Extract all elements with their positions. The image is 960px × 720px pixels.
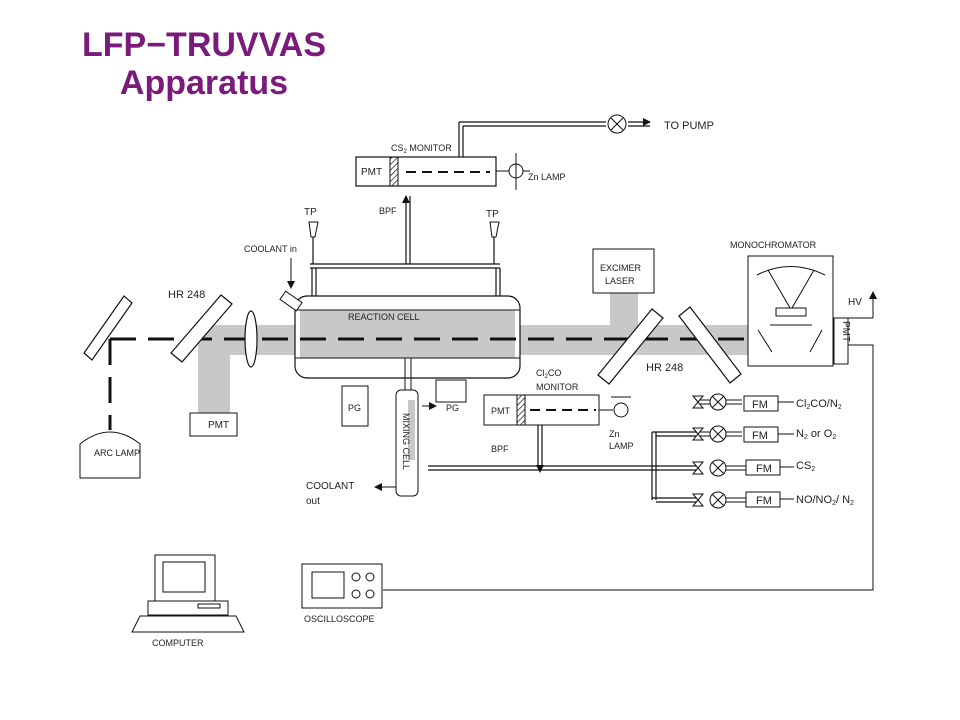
hr248-mirror-right-a <box>597 308 664 385</box>
lens <box>244 310 258 368</box>
fm-label-1: FM <box>752 399 768 411</box>
pressure-gauge-right <box>435 379 467 403</box>
title-line-2: Apparatus <box>119 64 289 102</box>
computer <box>131 554 245 633</box>
zn-lamp-lower <box>611 396 631 418</box>
needle-valve-3[interactable] <box>691 461 705 475</box>
zn-lamp-lower-label-1: Zn <box>609 429 620 439</box>
cell-window <box>279 290 303 312</box>
gas-line-1: FM Cl2CO/N2 <box>691 393 842 412</box>
title-line-1: LFP−TRUVVAS <box>81 26 326 64</box>
monochromator-label: MONOCHROMATOR <box>730 240 817 250</box>
bpf-label-lower: BPF <box>491 444 509 454</box>
cl2co-monitor-label-2: MONITOR <box>536 382 579 392</box>
hr248-mirror-left <box>170 294 233 363</box>
mirrors <box>83 294 742 385</box>
fm-label-4: FM <box>756 495 772 507</box>
needle-valve-2[interactable] <box>691 427 705 441</box>
gas-line-4: FM NO/NO2/ N2 <box>691 491 854 509</box>
cs2-pmt-label: PMT <box>361 167 382 178</box>
gas-label-1: Cl2CO/N2 <box>796 398 842 411</box>
turning-mirror <box>83 295 133 361</box>
fm-label-2: FM <box>752 430 768 442</box>
excimer-label-1: EXCIMER <box>600 263 642 273</box>
mixing-cell-label: MIXING CELL <box>401 413 411 470</box>
fm-label-3: FM <box>756 463 772 475</box>
pump-line <box>458 118 651 157</box>
gas-manifold <box>428 425 698 503</box>
needle-valve-4[interactable] <box>691 493 705 507</box>
excimer-laser <box>592 248 655 294</box>
coolant-out-label-1: COOLANT <box>306 481 354 492</box>
oscilloscope <box>301 563 383 609</box>
gas-line-3: FM CS2 <box>691 459 815 477</box>
pg-label-right: PG <box>446 403 459 413</box>
coolant-out-label-2: out <box>306 496 320 507</box>
reaction-cell-label: REACTION CELL <box>348 312 420 322</box>
pmt-detector <box>189 412 238 437</box>
cs2-monitor: PMT CS2 MONITOR <box>355 143 497 187</box>
hv-label: HV <box>848 297 862 308</box>
coolant-in-label: COOLANT in <box>244 244 297 254</box>
monochromator-pmt-label: PMT <box>840 321 851 342</box>
arc-lamp <box>79 431 141 479</box>
zn-lamp-top <box>496 153 530 190</box>
tp-label-left: TP <box>304 207 317 218</box>
flow-meter-1 <box>743 395 779 412</box>
hr248-mirror-right-b <box>678 306 742 384</box>
tp-gauge-left <box>308 221 319 238</box>
cl2co-monitor: PMT <box>483 394 600 426</box>
arc-lamp-label: ARC LAMP <box>94 448 140 458</box>
tp-label-right: TP <box>486 209 499 220</box>
pmt-beam-path <box>198 340 230 413</box>
pressure-gauge-left <box>341 385 369 427</box>
tp-gauge-right <box>489 221 500 238</box>
gas-label-3: CS2 <box>796 460 815 473</box>
page-title: LFP−TRUVVAS Apparatus <box>44 26 364 102</box>
oscilloscope-label: OSCILLOSCOPE <box>304 614 375 624</box>
cl2co-pmt-label: PMT <box>491 406 511 416</box>
pg-label-left: PG <box>348 403 361 413</box>
hr248-label-left: HR 248 <box>168 289 205 301</box>
gas-label-2: N2 or O2 <box>796 428 836 441</box>
pump-valve[interactable] <box>607 114 627 134</box>
gas-label-4: NO/NO2/ N2 <box>796 494 854 507</box>
excimer-label-2: LASER <box>605 276 635 286</box>
cl2co-monitor-label-1: Cl2CO <box>536 368 561 380</box>
cell-manifold <box>310 195 501 296</box>
reaction-cell: REACTION CELL <box>294 295 521 379</box>
hr248-label-right: HR 248 <box>646 362 683 374</box>
mixing-cell: MIXING CELL <box>395 358 419 497</box>
monochromator <box>747 255 849 367</box>
cs2-monitor-label: CS2 MONITOR <box>391 143 452 155</box>
zn-lamp-top-label: Zn LAMP <box>528 172 566 182</box>
bpf-label-top: BPF <box>379 206 397 216</box>
computer-label: COMPUTER <box>152 638 204 648</box>
signal-cable <box>383 344 874 591</box>
pmt-detector-label: PMT <box>208 420 229 431</box>
to-pump-label: TO PUMP <box>664 120 714 132</box>
needle-valve-1[interactable] <box>691 395 705 409</box>
zn-lamp-lower-label-2: LAMP <box>609 441 634 451</box>
gas-line-2: FM N2 or O2 <box>691 425 836 443</box>
